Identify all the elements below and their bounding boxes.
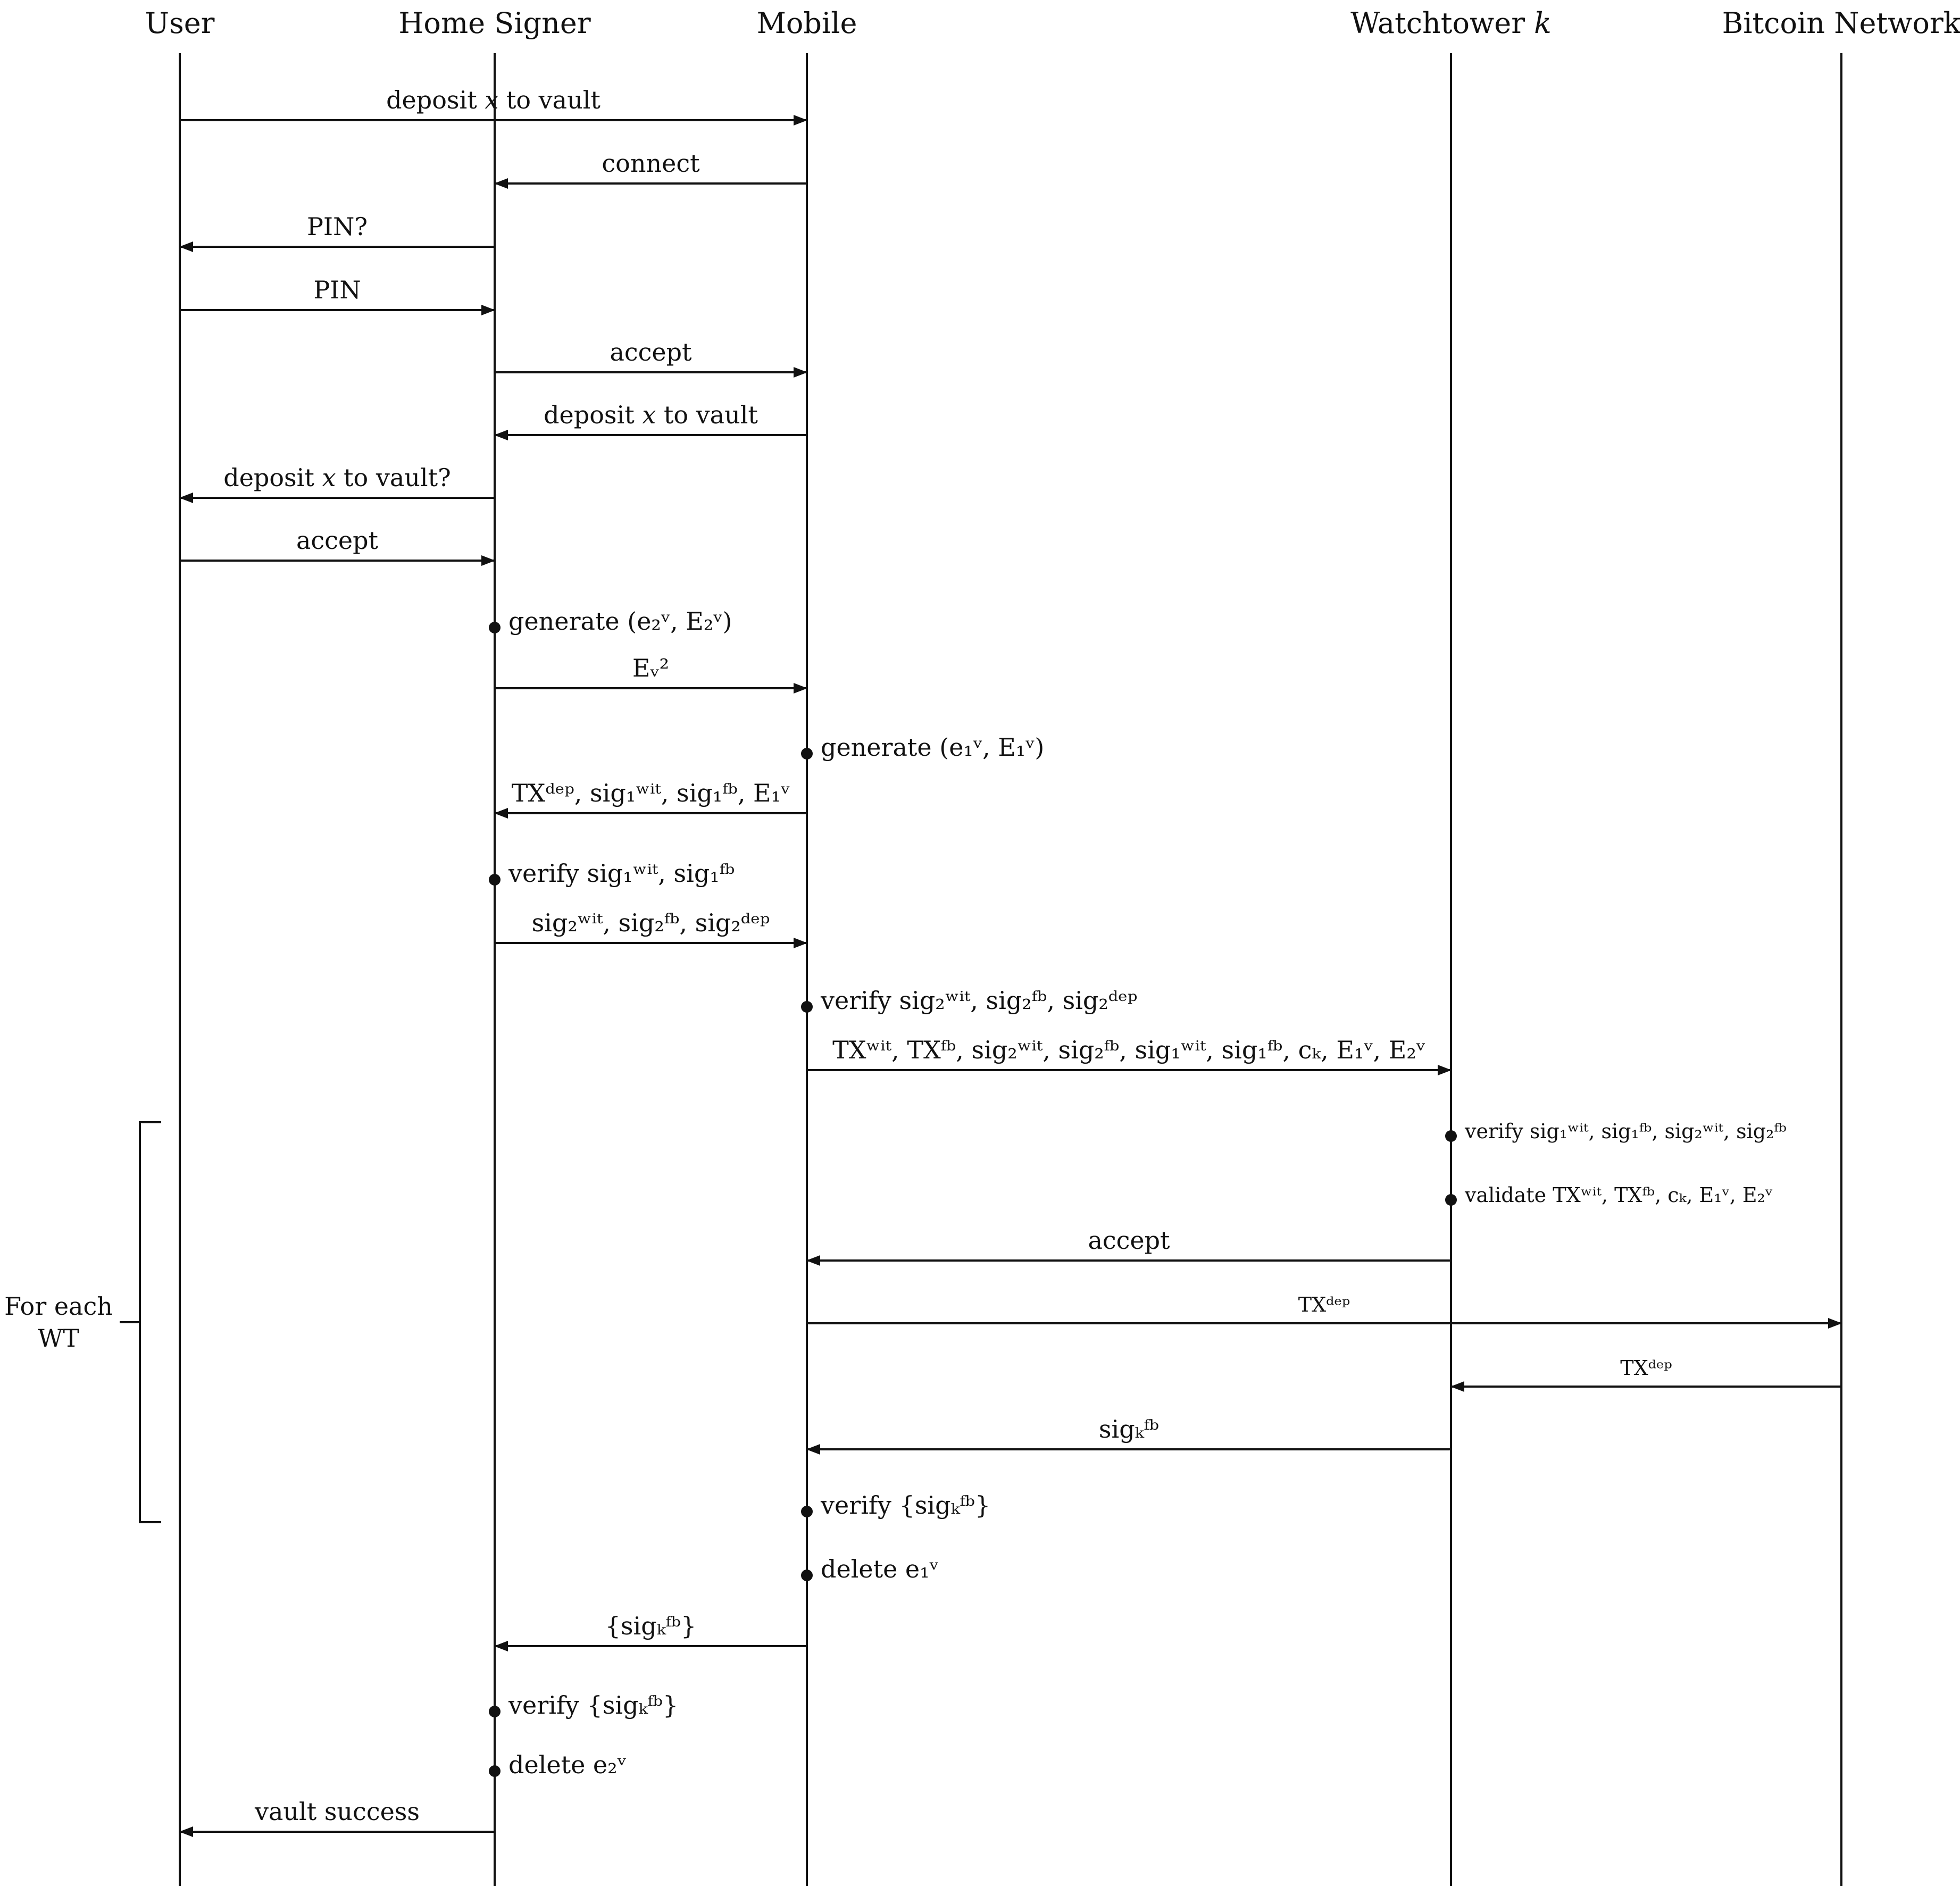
event-marker-25 (489, 1706, 501, 1717)
message-label-2: PIN? (307, 212, 368, 241)
event-note-16: verify sig₁ʷⁱᵗ, sig₁ᶠᵇ, sig₂ʷⁱᵗ, sig₂ᶠᵇ (1464, 1120, 1787, 1143)
event-note-10: generate (e₁ᵛ, E₁ᵛ) (821, 733, 1044, 762)
message-label-20: TXᵈᵉᵖ (1620, 1356, 1672, 1380)
message-label-24: {sigₖᶠᵇ} (605, 1612, 697, 1640)
event-marker-23 (801, 1570, 813, 1581)
message-label-13: sig₂ʷⁱᵗ, sig₂ᶠᵇ, sig₂ᵈᵉᵖ (532, 908, 770, 937)
event-marker-17 (1445, 1194, 1457, 1206)
message-label-18: accept (1088, 1226, 1170, 1255)
message-label-4: accept (610, 338, 692, 366)
event-note-26: delete e₂ᵛ (508, 1750, 627, 1779)
message-label-19: TXᵈᵉᵖ (1298, 1293, 1350, 1316)
message-label-27: vault success (254, 1797, 420, 1826)
event-marker-10 (801, 748, 813, 760)
event-marker-16 (1445, 1130, 1457, 1142)
for-each-wt-bracket: For each WT (4, 1121, 161, 1523)
participant-headers: User Home Signer Mobile Watchtower 𝑘 Bitcoin… (145, 6, 1960, 40)
event-note-25: verify {sigₖᶠᵇ} (508, 1691, 678, 1720)
message-label-0: deposit 𝑥 to vault (386, 86, 600, 114)
participant-wt: Watchtower 𝑘 (1350, 6, 1552, 40)
message-label-6: deposit 𝑥 to vault? (223, 463, 451, 492)
event-marker-12 (489, 874, 501, 886)
message-label-1: connect (602, 149, 700, 178)
event-marker-14 (801, 1001, 813, 1013)
event-note-23: delete e₁ᵛ (821, 1555, 939, 1583)
event-marker-22 (801, 1506, 813, 1517)
participant-btc: Bitcoin Network (1722, 6, 1960, 40)
event-note-14: verify sig₂ʷⁱᵗ, sig₂ᶠᵇ, sig₂ᵈᵉᵖ (820, 986, 1137, 1015)
bracket-line (120, 1121, 161, 1523)
event-note-12: verify sig₁ʷⁱᵗ, sig₁ᶠᵇ (508, 859, 735, 888)
message-label-5: deposit 𝑥 to vault (544, 400, 758, 429)
message-label-9: Eᵥ² (632, 654, 669, 682)
event-note-17: validate TXʷⁱᵗ, TXᶠᵇ, cₖ, E₁ᵛ, E₂ᵛ (1464, 1183, 1773, 1207)
message-label-11: TXᵈᵉᵖ, sig₁ʷⁱᵗ, sig₁ᶠᵇ, E₁ᵛ (512, 779, 790, 807)
participant-user: User (145, 6, 215, 40)
bracket-label-line-1: For each (4, 1292, 113, 1321)
participant-mobile: Mobile (757, 6, 857, 40)
event-note-22: verify {sigₖᶠᵇ} (820, 1491, 990, 1520)
event-marker-26 (489, 1765, 501, 1777)
participant-home: Home Signer (398, 6, 590, 40)
event-note-8: generate (e₂ᵛ, E₂ᵛ) (508, 607, 732, 636)
event-marker-8 (489, 622, 501, 633)
message-label-15: TXʷⁱᵗ, TXᶠᵇ, sig₂ʷⁱᵗ, sig₂ᶠᵇ, sig₁ʷⁱᵗ, s… (832, 1036, 1425, 1064)
lifelines (179, 53, 1842, 1886)
message-label-7: accept (296, 526, 379, 555)
bracket-label-line-2: WT (38, 1324, 79, 1353)
message-label-21: sigₖᶠᵇ (1099, 1415, 1159, 1443)
message-label-3: PIN (313, 276, 361, 304)
